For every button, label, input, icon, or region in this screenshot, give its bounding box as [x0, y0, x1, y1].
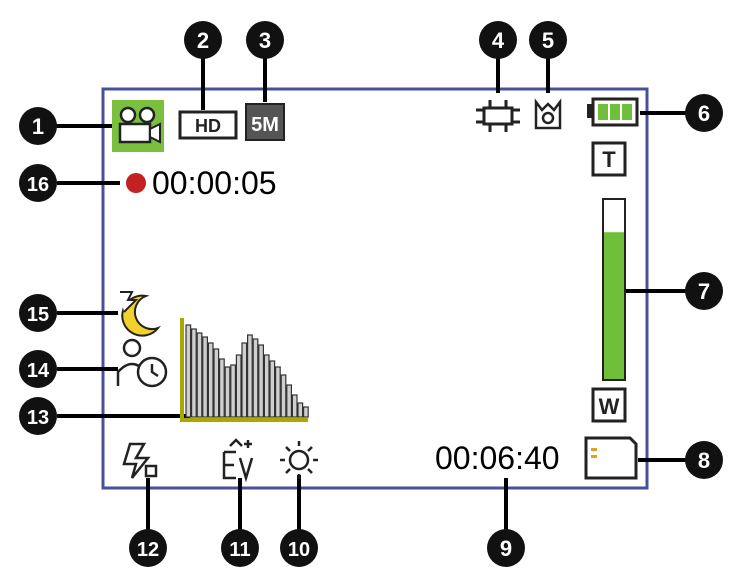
night-mode-icon: [120, 291, 161, 337]
histogram-bar: [219, 358, 225, 418]
callout-badge-16: 16: [19, 164, 57, 202]
callout-number: 4: [492, 28, 505, 53]
callout-badge-1: 1: [19, 107, 57, 145]
callout-badge-14: 14: [19, 350, 57, 388]
histogram-bar: [247, 334, 253, 418]
callout-number: 2: [197, 28, 209, 53]
callout-number: 9: [500, 536, 512, 561]
callout-badge-2: 2: [184, 21, 222, 59]
resolution-icon: HD: [178, 110, 238, 140]
histogram-bar: [252, 338, 259, 418]
histogram-bar: [207, 342, 214, 418]
callout-number: 11: [229, 539, 250, 561]
flash-icon: [122, 442, 158, 479]
histogram-bar: [280, 374, 287, 418]
histogram-bar: [196, 332, 203, 418]
histogram-bar: [230, 364, 237, 418]
record-indicator-icon: [126, 173, 146, 193]
callout-number: 10: [288, 539, 310, 561]
callout-badge-4: 4: [479, 21, 517, 59]
zoom-bar: T W: [591, 141, 627, 423]
callout-number: 3: [259, 28, 271, 53]
scene-icon: [534, 98, 562, 130]
callout-number: 15: [27, 304, 49, 326]
callout-number: 13: [27, 407, 49, 429]
callout-number: 1: [32, 114, 44, 139]
callout-number: 5: [542, 28, 554, 53]
brightness-icon: [280, 441, 318, 479]
image-size-label: 5M: [251, 114, 279, 136]
callout-number: 7: [698, 279, 710, 304]
remaining-time: 00:06:40: [435, 440, 560, 476]
zoom-tele-label: T: [602, 147, 616, 172]
self-timer-icon: [116, 338, 168, 388]
callout-number: 12: [137, 539, 159, 561]
histogram-bar: [258, 344, 264, 418]
callout-badge-10: 10: [280, 529, 318, 567]
callout-badge-5: 5: [529, 21, 567, 59]
callout-number: 6: [698, 101, 710, 126]
callout-badge-9: 9: [487, 529, 525, 567]
callout-leaders: [55, 58, 687, 530]
histogram-bar: [275, 366, 281, 418]
white-balance-icon: [476, 100, 520, 132]
resolution-label: HD: [195, 116, 221, 136]
callout-badge-12: 12: [129, 529, 167, 567]
histogram-bar: [263, 354, 270, 418]
battery-icon: [587, 97, 639, 127]
callout-badge-3: 3: [246, 21, 284, 59]
callout-badge-11: 11: [221, 529, 259, 567]
callout-badge-15: 15: [19, 294, 57, 332]
sd-card-icon: [584, 436, 638, 480]
histogram-bar: [191, 328, 197, 418]
video-mode-icon: [112, 100, 164, 152]
histogram-bar: [269, 360, 276, 418]
histogram-bar: [185, 324, 192, 418]
histogram-bar: [235, 354, 242, 418]
callout-number: 16: [27, 174, 49, 196]
histogram-bar: [297, 402, 304, 418]
ev-icon: [222, 438, 254, 483]
lcd-screen-frame: [101, 87, 649, 490]
image-size-icon: 5M: [245, 103, 285, 141]
histogram-bar: [213, 348, 220, 418]
histogram-bar: [202, 336, 209, 418]
histogram-bar: [291, 394, 298, 418]
histogram-bar: [303, 406, 309, 418]
callout-badge-6: 6: [685, 94, 723, 132]
zoom-level-fill: [604, 232, 624, 379]
histogram-bar: [224, 366, 231, 418]
histogram-bar: [241, 342, 248, 418]
callout-number: 14: [27, 360, 50, 382]
callout-badge-8: 8: [685, 441, 723, 479]
callout-badge-7: 7: [685, 272, 723, 310]
callout-number: 8: [698, 448, 710, 473]
histogram-bar: [286, 384, 292, 418]
recording-time: 00:00:05: [152, 165, 277, 201]
histogram: [180, 318, 309, 422]
callout-badge-13: 13: [19, 397, 57, 435]
zoom-wide-label: W: [599, 394, 620, 419]
